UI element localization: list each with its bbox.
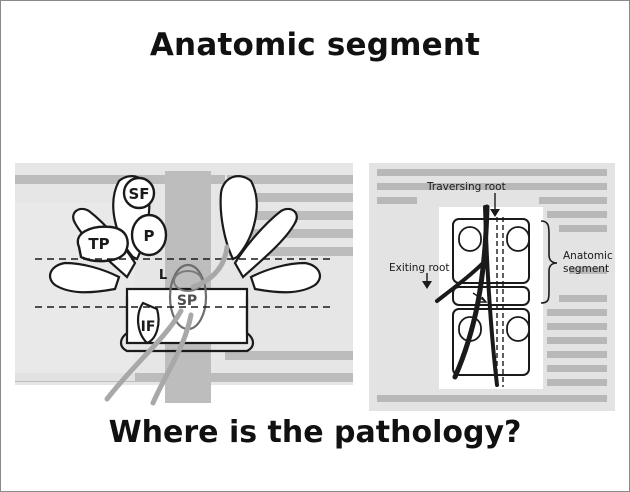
exiting-root-label: Exiting root	[389, 262, 450, 274]
anatomic-segment-svg: Traversing root Exiting root Anatomic se…	[369, 163, 615, 411]
traversing-root-label: Traversing root	[426, 181, 506, 193]
spinous-process-label: SP	[177, 293, 197, 309]
lamina-label: L	[159, 268, 167, 283]
anatomic-segment-figure: Traversing root Exiting root Anatomic se…	[369, 163, 615, 411]
slide-title: Anatomic segment	[1, 27, 629, 63]
slide-question: Where is the pathology?	[1, 415, 629, 450]
transverse-process-label: TP	[88, 235, 109, 253]
inferior-facet-label: IF	[141, 319, 156, 335]
vertebra-posterior-figure: SF TP P L SP IF	[15, 163, 353, 413]
anatomic-segment-label-line1: Anatomic	[563, 250, 613, 262]
superior-facet-label: SF	[128, 185, 149, 203]
vertebra-posterior-svg: SF TP P L SP IF	[15, 163, 353, 413]
pedicle-label: P	[144, 227, 155, 245]
anatomic-segment-label-line2: segment	[563, 263, 609, 275]
